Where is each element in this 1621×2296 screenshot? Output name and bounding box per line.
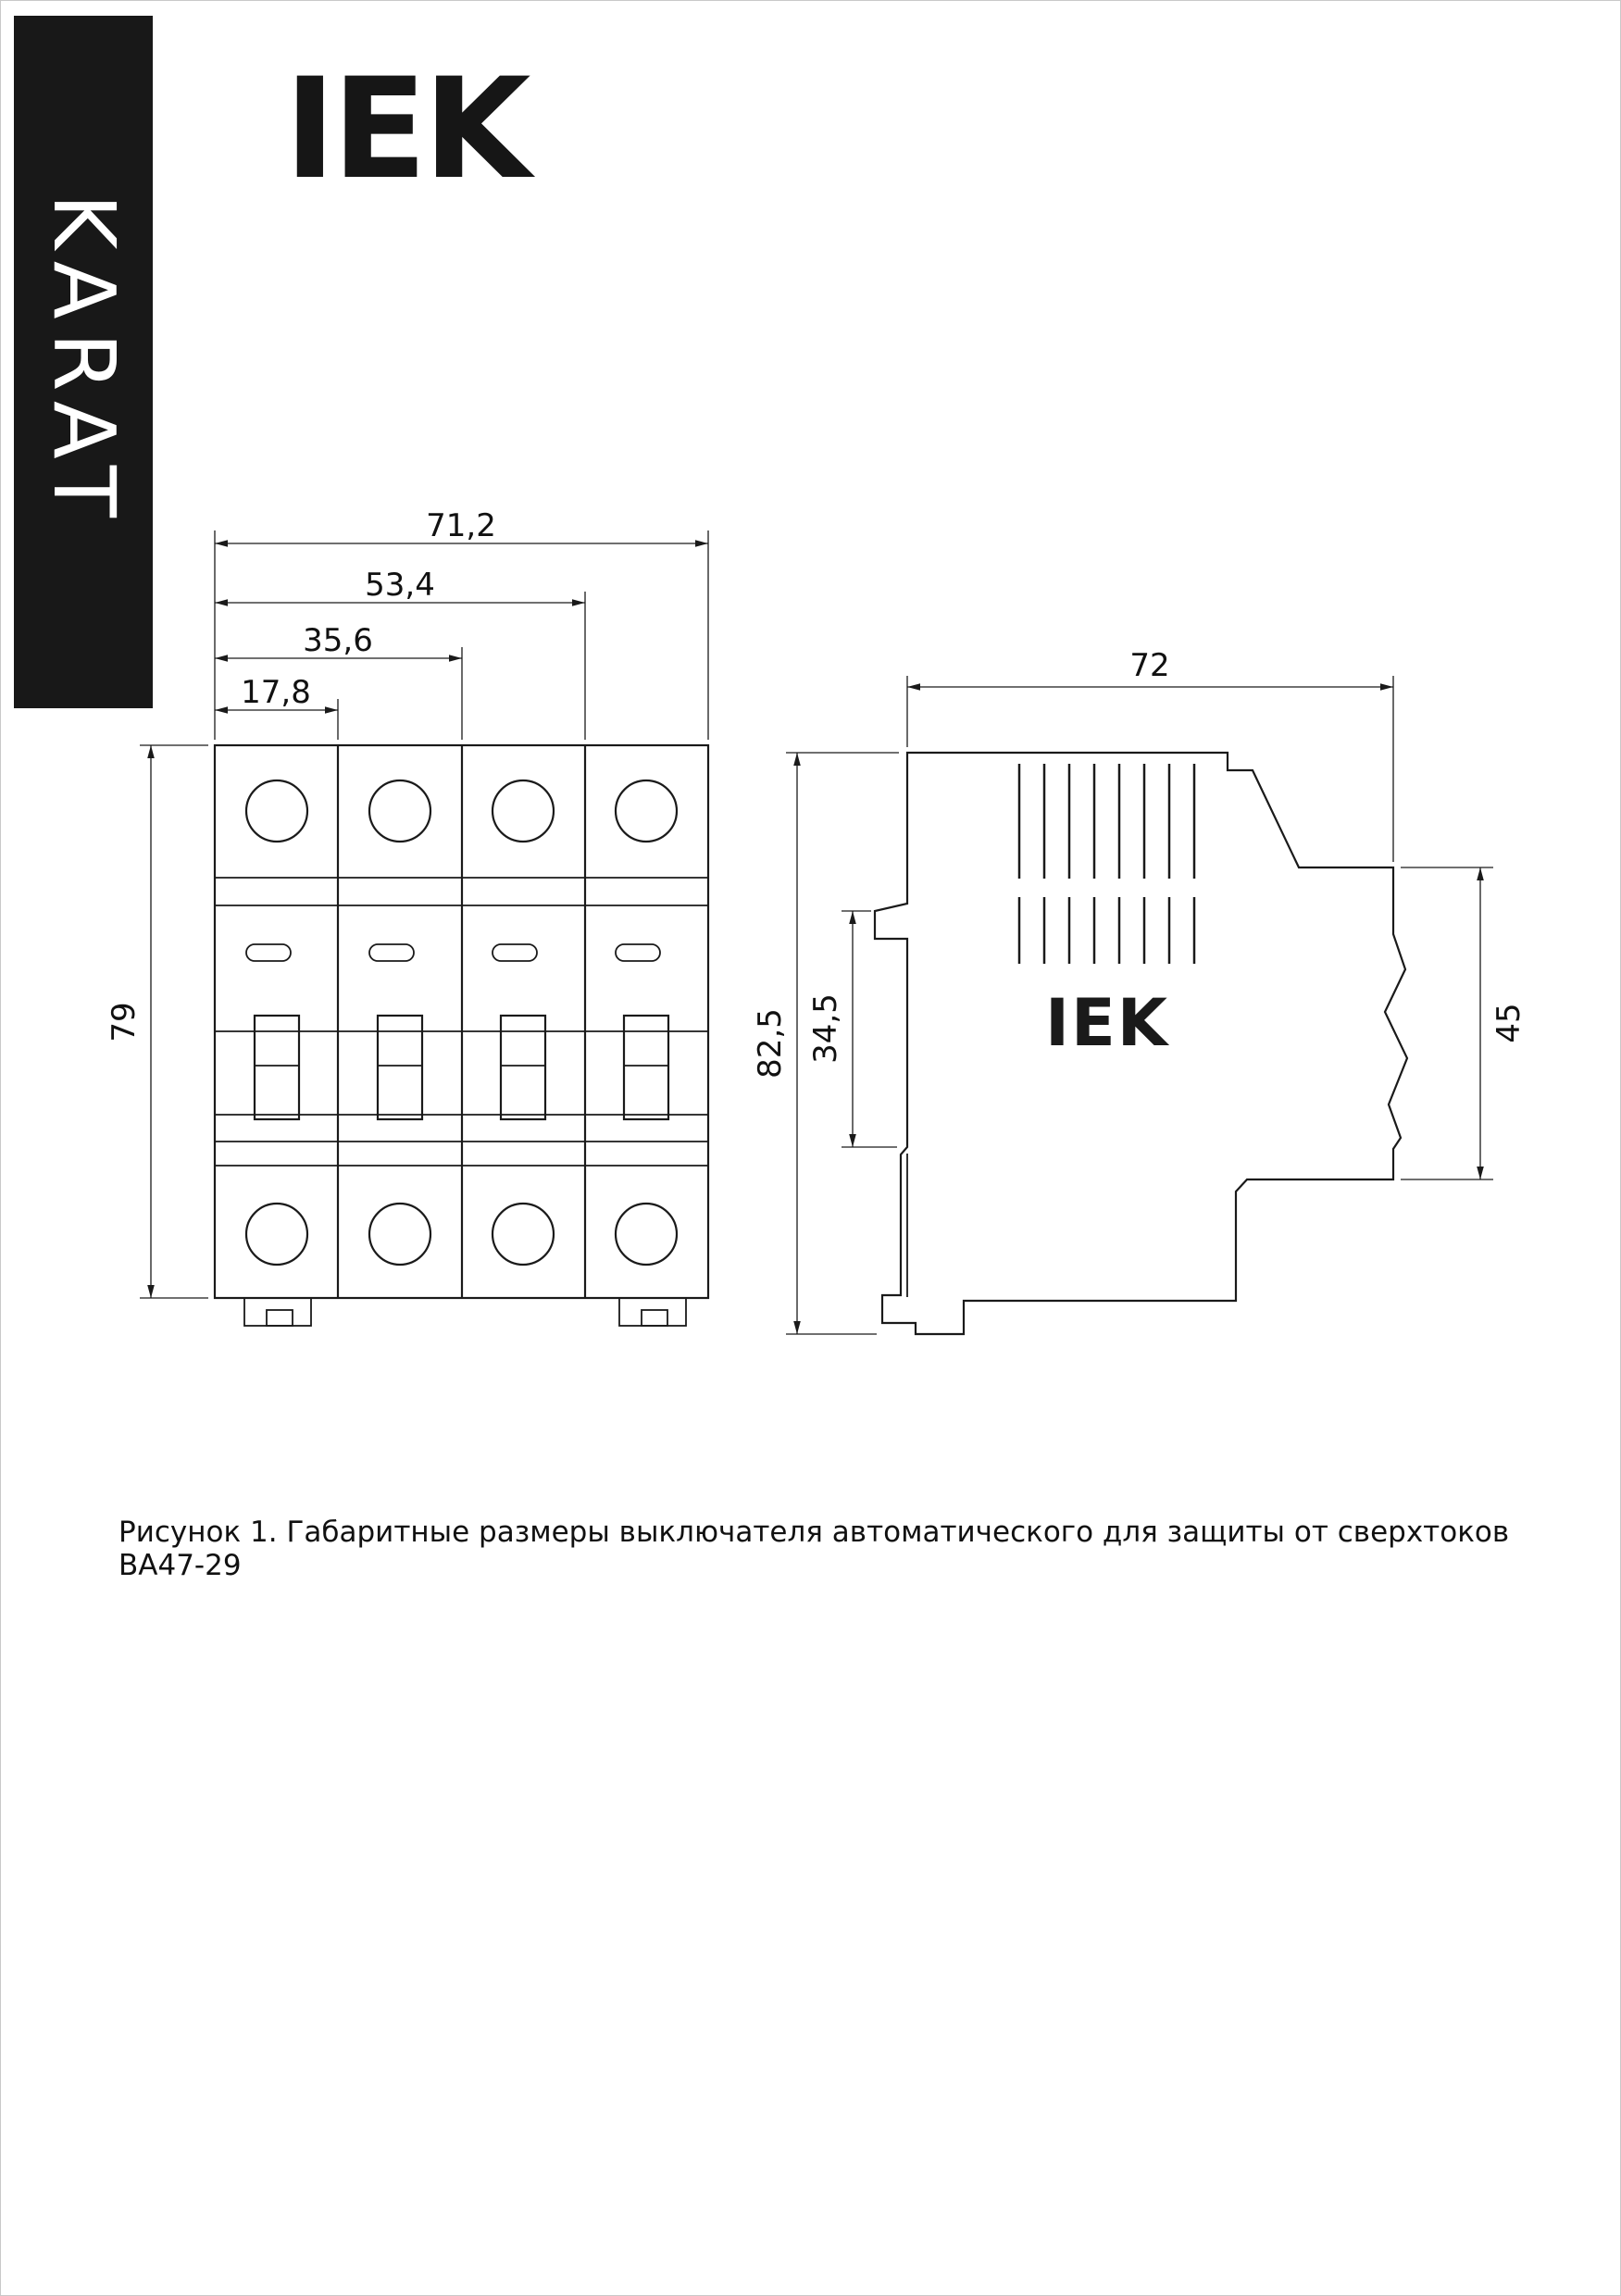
dim-label-width-total: 71,2 xyxy=(426,507,496,544)
side-view-dimension-labels: 72 82,5 34,5 45 xyxy=(752,647,1527,1079)
figure-caption: Рисунок 1. Габаритные размеры выключател… xyxy=(118,1516,1510,1582)
dim-label-front-height: 79 xyxy=(106,1002,143,1042)
front-top-terminal-screws xyxy=(244,779,679,843)
karat-banner xyxy=(14,16,153,708)
front-view-body xyxy=(213,743,710,1327)
side-view-body xyxy=(873,751,1409,1336)
side-view-dimensions xyxy=(786,676,1493,1335)
dim-label-side-height-total: 82,5 xyxy=(752,1008,789,1079)
front-view-dimensions xyxy=(140,530,709,1299)
dim-label-width-one-pole: 17,8 xyxy=(241,674,311,711)
front-view-dimension-labels: 71,2 53,4 35,6 17,8 79 xyxy=(106,507,496,1042)
front-indicator-windows xyxy=(245,943,661,962)
front-din-clips xyxy=(243,1297,687,1327)
iek-logo: IEK xyxy=(284,49,539,206)
iek-logo-text: IEK xyxy=(284,49,535,206)
side-vent-slots xyxy=(1017,764,1196,964)
dim-label-width-two-poles: 35,6 xyxy=(303,622,373,659)
dim-label-width-three-poles: 53,4 xyxy=(365,567,435,604)
dimension-drawing: 71,2 53,4 35,6 17,8 79 xyxy=(106,507,1527,1336)
dim-label-rail-slot: 34,5 xyxy=(807,993,844,1064)
front-bottom-terminal-screws xyxy=(244,1202,679,1267)
dim-label-front-face-height: 45 xyxy=(1490,1003,1527,1042)
dim-label-depth: 72 xyxy=(1129,647,1169,684)
side-view-embossed-logo: IEK xyxy=(1045,985,1170,1061)
front-toggle-handles xyxy=(253,1014,670,1121)
